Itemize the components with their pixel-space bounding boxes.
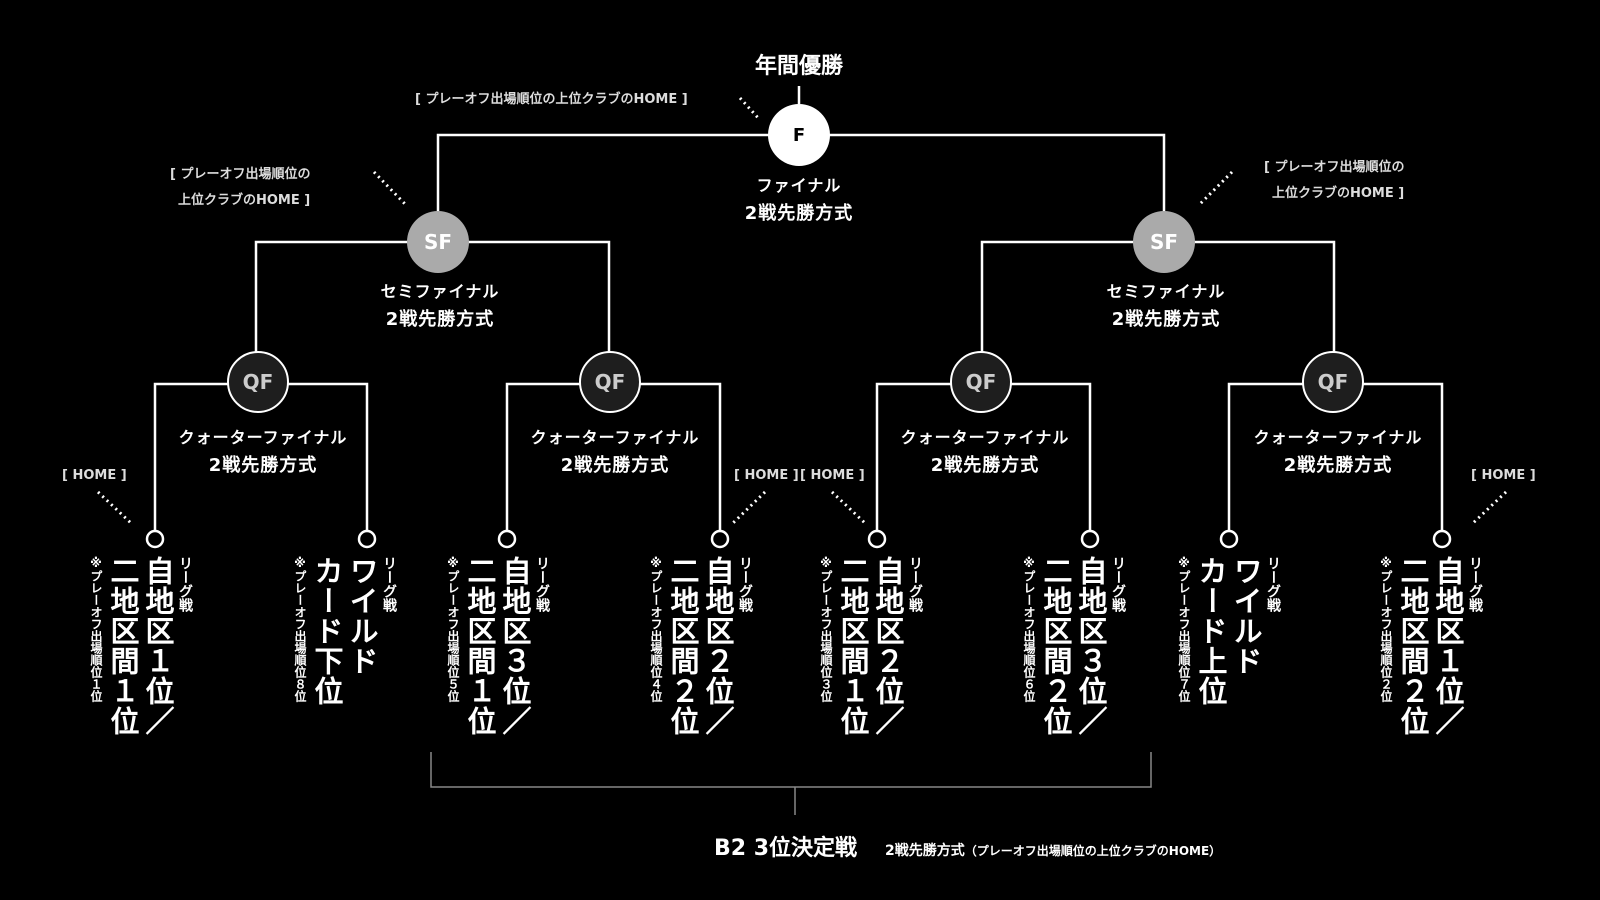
quarterfinal-format: 2戦先勝方式 [930,455,1040,476]
team-note: ※プレーオフ出場順位５位 [446,556,460,702]
team-line2: 二地区間１位 [106,556,140,736]
quarterfinal-name: クォーターファイナル [900,428,1070,447]
team-note: ※プレーオフ出場順位１位 [89,556,103,702]
team-slot-4: リーグ戦 自地区２位／ 二地区間２位 ※プレーオフ出場順位４位 [648,556,754,736]
note-line: [ プレーオフ出場順位の [1264,160,1405,175]
final-name: ファイナル [756,176,842,195]
team-line2: 二地区間２位 [1396,556,1430,736]
quarterfinal-format: 2戦先勝方式 [208,455,318,476]
final-node: F [768,104,830,166]
team-line2: 二地区間１位 [836,556,870,736]
quarterfinal-label-3: クォーターファイナル 2戦先勝方式 [901,424,1070,480]
team-line1: 自地区２位／ [701,556,735,736]
team-tag: リーグ戦 [1467,556,1483,612]
quarterfinal-name: クォーターファイナル [1253,428,1423,447]
final-home-note: [ プレーオフ出場順位の上位クラブのHOME ] [415,92,688,107]
quarterfinal-name: クォーターファイナル [178,428,348,447]
semifinal-label-right: セミファイナル 2戦先勝方式 [1107,278,1226,334]
home-label-team-1: [ HOME ] [62,468,127,483]
third-place-label: B2 3位決定戦 2戦先勝方式（プレーオフ出場順位の上位クラブのHOME） [714,830,1221,862]
home-label-team-5: [ HOME ] [800,468,865,483]
semifinal-name: セミファイナル [1106,282,1226,301]
note-line: [ プレーオフ出場順位の [170,167,311,182]
quarterfinal-name: クォーターファイナル [530,428,700,447]
quarterfinal-node-2: QF [579,351,641,413]
home-label-team-8: [ HOME ] [1471,468,1536,483]
team-line1: ワイルド [345,556,379,676]
team-tag: リーグ戦 [907,556,923,612]
quarterfinal-label-1: クォーターファイナル 2戦先勝方式 [179,424,348,480]
team-tag: リーグ戦 [381,556,397,612]
quarterfinal-format: 2戦先勝方式 [560,455,670,476]
team-line2: 二地区間２位 [1039,556,1073,736]
quarterfinal-label-4: クォーターファイナル 2戦先勝方式 [1254,424,1423,480]
team-line2: カード下位 [310,556,344,706]
quarterfinal-label-2: クォーターファイナル 2戦先勝方式 [531,424,700,480]
team-tag: リーグ戦 [177,556,193,612]
semifinal-home-note-left: [ プレーオフ出場順位の 上位クラブのHOME ] [170,162,310,214]
team-tag: リーグ戦 [737,556,753,612]
semifinal-format: 2戦先勝方式 [385,309,495,330]
note-line: 上位クラブのHOME ] [178,193,311,208]
semifinal-name: セミファイナル [380,282,500,301]
home-label-team-4: [ HOME ] [734,468,799,483]
final-label: ファイナル 2戦先勝方式 [745,172,854,228]
semifinal-node-right: SF [1133,211,1195,273]
final-format: 2戦先勝方式 [744,203,854,224]
team-slot-5: リーグ戦 自地区２位／ 二地区間１位 ※プレーオフ出場順位３位 [818,556,924,736]
team-slot-1: リーグ戦 自地区１位／ 二地区間１位 ※プレーオフ出場順位１位 [88,556,194,736]
note-line: 上位クラブのHOME ] [1272,186,1405,201]
third-place-format-group: 2戦先勝方式（プレーオフ出場順位の上位クラブのHOME） [885,840,1221,860]
team-line1: 自地区１位／ [141,556,175,736]
quarterfinal-node-4: QF [1302,351,1364,413]
team-line1: 自地区２位／ [871,556,905,736]
team-note: ※プレーオフ出場順位３位 [819,556,833,702]
team-line2: カード上位 [1194,556,1228,706]
semifinal-home-note-right: [ プレーオフ出場順位の 上位クラブのHOME ] [1264,155,1404,207]
third-place-format: 2戦先勝方式 [885,843,965,859]
team-tag: リーグ戦 [534,556,550,612]
team-line1: 自地区３位／ [1074,556,1108,736]
team-note: ※プレーオフ出場順位２位 [1379,556,1393,702]
team-slot-3: リーグ戦 自地区３位／ 二地区間１位 ※プレーオフ出場順位５位 [445,556,551,736]
semifinal-label-left: セミファイナル 2戦先勝方式 [381,278,500,334]
champion-title: 年間優勝 [754,54,844,79]
team-tag: リーグ戦 [1265,556,1281,612]
team-line2: 二地区間１位 [463,556,497,736]
quarterfinal-node-3: QF [950,351,1012,413]
semifinal-node-left: SF [407,211,469,273]
team-line2: 二地区間２位 [666,556,700,736]
team-slot-8: リーグ戦 自地区１位／ 二地区間２位 ※プレーオフ出場順位２位 [1378,556,1484,736]
semifinal-format: 2戦先勝方式 [1111,309,1221,330]
team-line1: 自地区３位／ [498,556,532,736]
team-note: ※プレーオフ出場順位７位 [1177,556,1191,702]
team-slot-6: リーグ戦 自地区３位／ 二地区間２位 ※プレーオフ出場順位６位 [1021,556,1127,736]
team-tag: リーグ戦 [1110,556,1126,612]
quarterfinal-node-1: QF [227,351,289,413]
team-slot-2: リーグ戦 ワイルド カード下位 ※プレーオフ出場順位８位 [292,556,398,706]
third-place-note: （プレーオフ出場順位の上位クラブのHOME） [964,844,1222,858]
team-note: ※プレーオフ出場順位６位 [1022,556,1036,702]
team-slot-7: リーグ戦 ワイルド カード上位 ※プレーオフ出場順位７位 [1176,556,1282,706]
team-line1: 自地区１位／ [1431,556,1465,736]
third-place-title: B2 3位決定戦 [714,836,858,861]
quarterfinal-format: 2戦先勝方式 [1283,455,1393,476]
team-note: ※プレーオフ出場順位４位 [649,556,663,702]
team-note: ※プレーオフ出場順位８位 [293,556,307,702]
team-line1: ワイルド [1229,556,1263,676]
